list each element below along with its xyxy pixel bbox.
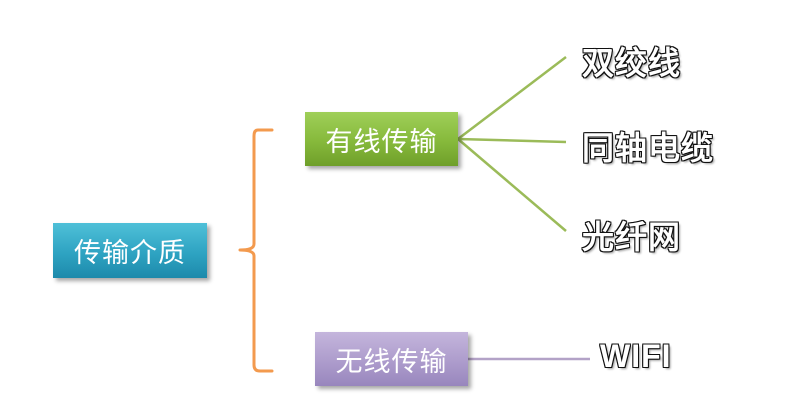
branch-node-wireless: 无线传输 xyxy=(315,332,468,386)
root-node-label: 传输介质 xyxy=(74,238,186,269)
wired-to-fiber-line xyxy=(457,138,567,232)
leaf-coaxial-cable: 同轴电缆 xyxy=(582,129,715,167)
wired-to-twisted-pair-line xyxy=(457,56,567,140)
root-node-transmission-medium: 传输介质 xyxy=(53,223,207,278)
leaf-optical-fiber: 光纤网 xyxy=(582,218,682,256)
leaf-wifi: WIFI xyxy=(600,338,672,374)
branch-node-wireless-label: 无线传输 xyxy=(335,346,448,378)
branch-node-wired: 有线传输 xyxy=(305,112,458,166)
wired-to-coaxial-line xyxy=(457,137,567,144)
brace-connector xyxy=(238,128,274,373)
branch-node-wired-label: 有线传输 xyxy=(325,126,438,158)
leaf-twisted-pair: 双绞线 xyxy=(582,44,682,82)
